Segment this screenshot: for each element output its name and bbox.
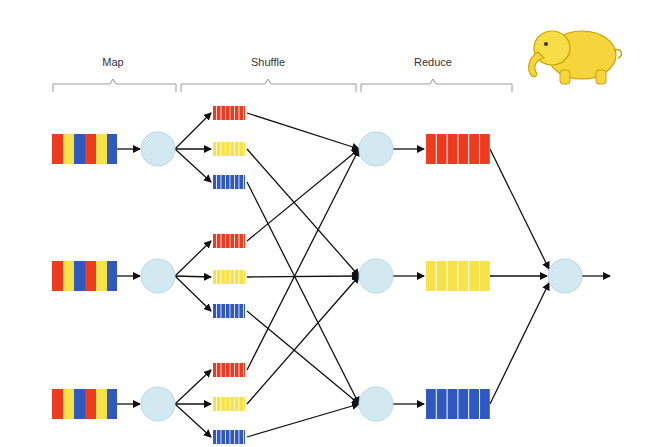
phase-label: Map: [102, 56, 123, 68]
phase-label: Shuffle: [251, 56, 285, 68]
phase-label: Reduce: [414, 56, 452, 68]
worker-circle: [141, 132, 582, 421]
shuffle-bucket: [213, 106, 245, 444]
input-split: [52, 134, 117, 419]
flow-arrow: [117, 113, 610, 437]
phase-bracket: [53, 79, 512, 92]
hadoop-elephant: [529, 31, 622, 84]
reduce-output: [425, 134, 490, 419]
